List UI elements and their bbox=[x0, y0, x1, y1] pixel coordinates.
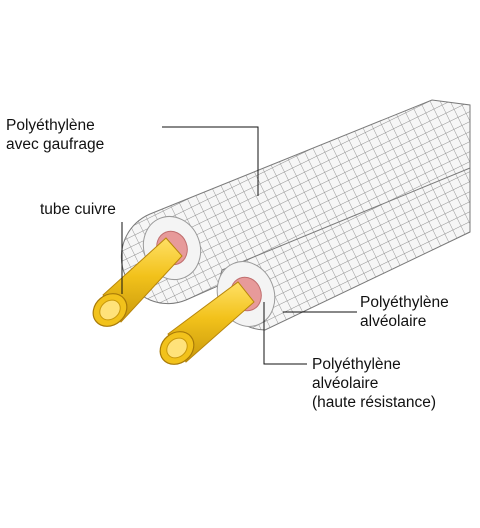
back-pipe bbox=[92, 99, 471, 327]
leader-lines bbox=[121, 126, 357, 365]
label-polyethylene-cellular-hr-line1: Polyéthylène bbox=[312, 356, 401, 373]
front-pipe bbox=[159, 167, 471, 365]
label-polyethylene-cellular-hr: Polyéthylène alvéolaire (haute résistanc… bbox=[312, 355, 436, 412]
label-polyethylene-cellular-line2: alvéolaire bbox=[360, 313, 427, 330]
leader-line-gaufrage bbox=[162, 126, 259, 196]
label-polyethylene-embossed: Polyéthylène avec gaufrage bbox=[6, 116, 104, 154]
front-pipe-copper-bore bbox=[166, 337, 188, 359]
label-polyethylene-embossed-line1: Polyéthylène bbox=[6, 117, 95, 134]
label-copper-tube: tube cuivre bbox=[40, 200, 116, 219]
label-polyethylene-cellular-line1: Polyéthylène bbox=[360, 294, 449, 311]
label-polyethylene-cellular-hr-line2: alvéolaire bbox=[312, 375, 379, 392]
back-pipe-copper-bore bbox=[99, 299, 121, 321]
label-polyethylene-embossed-line2: avec gaufrage bbox=[6, 136, 105, 153]
label-copper-tube-line1: tube cuivre bbox=[40, 201, 116, 218]
label-polyethylene-cellular-hr-line3: (haute résistance) bbox=[312, 394, 437, 411]
leader-line-haute-resistance bbox=[263, 302, 307, 365]
label-polyethylene-cellular: Polyéthylène alvéolaire bbox=[360, 293, 449, 331]
